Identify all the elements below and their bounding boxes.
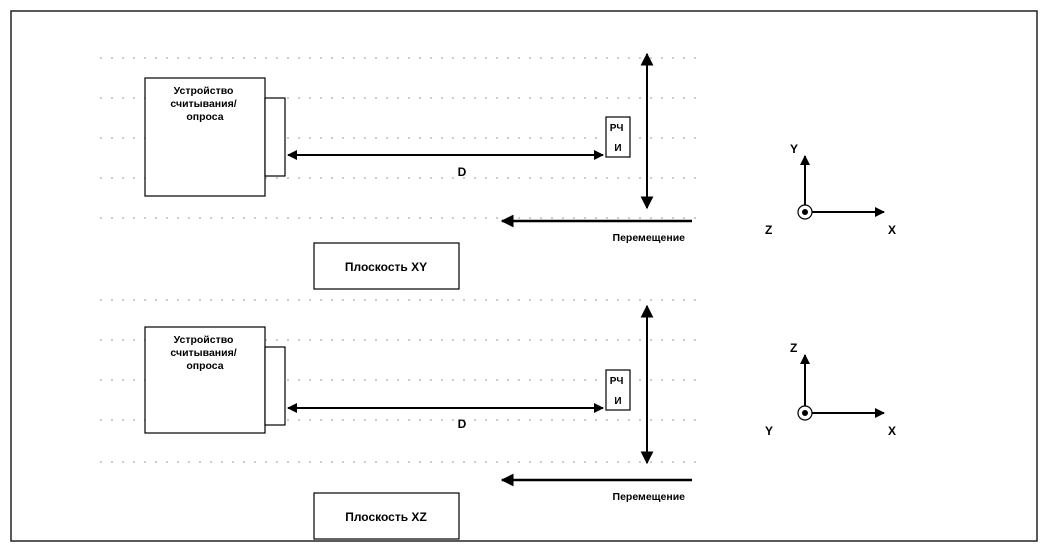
plane-label: Плоскость XY [345,260,427,274]
reader-label-line-2: считывания/ [170,347,236,359]
axis-out-of-plane-dot [802,410,808,416]
axis-out-label: Z [765,223,772,237]
reader-antenna [264,97,286,177]
coordinate-axes: Z X Y [765,341,896,438]
rfid-tag-box [605,369,631,411]
plane-label-box [313,242,460,290]
axis-out-label: Y [765,424,773,438]
reader-device-box [144,326,266,434]
diagram-frame [10,10,1038,542]
reader-label-line-3: опроса [186,360,223,372]
plane-label-box [313,492,460,540]
rfid-tag-label: РЧ И [610,123,626,154]
reader-label-line-1: Устройство [174,85,234,97]
tag-label-line-2: И [614,396,621,407]
plane-label: Плоскость XZ [345,510,427,524]
rfid-tag-label: РЧ И [610,376,626,407]
panel-xy: Устройство считывания/ опроса РЧ И D Пер… [144,52,896,290]
axis-up-label: Y [790,142,798,156]
tag-label-line-1: РЧ [610,376,624,387]
tag-label-line-1: РЧ [610,123,624,134]
axis-right-label: X [888,223,896,237]
movement-label: Перемещение [613,491,686,503]
axis-right-label: X [888,424,896,438]
reader-device-box [144,77,266,197]
distance-label: D [458,417,467,431]
reader-label-line-1: Устройство [174,334,234,346]
reader-device-label: Устройство считывания/ опроса [170,334,239,372]
reader-label-line-2: считывания/ [170,98,236,110]
axis-out-of-plane-dot [802,209,808,215]
coordinate-axes: Y X Z [765,142,896,237]
reader-label-line-3: опроса [186,111,223,123]
movement-label: Перемещение [613,232,686,244]
axis-up-label: Z [790,341,797,355]
panel-xz: Устройство считывания/ опроса РЧ И D Пер… [144,304,896,540]
tag-label-line-2: И [614,143,621,154]
reader-device-label: Устройство считывания/ опроса [170,85,239,123]
distance-label: D [458,165,467,179]
reader-antenna [264,346,286,426]
rfid-tag-box [605,116,631,158]
